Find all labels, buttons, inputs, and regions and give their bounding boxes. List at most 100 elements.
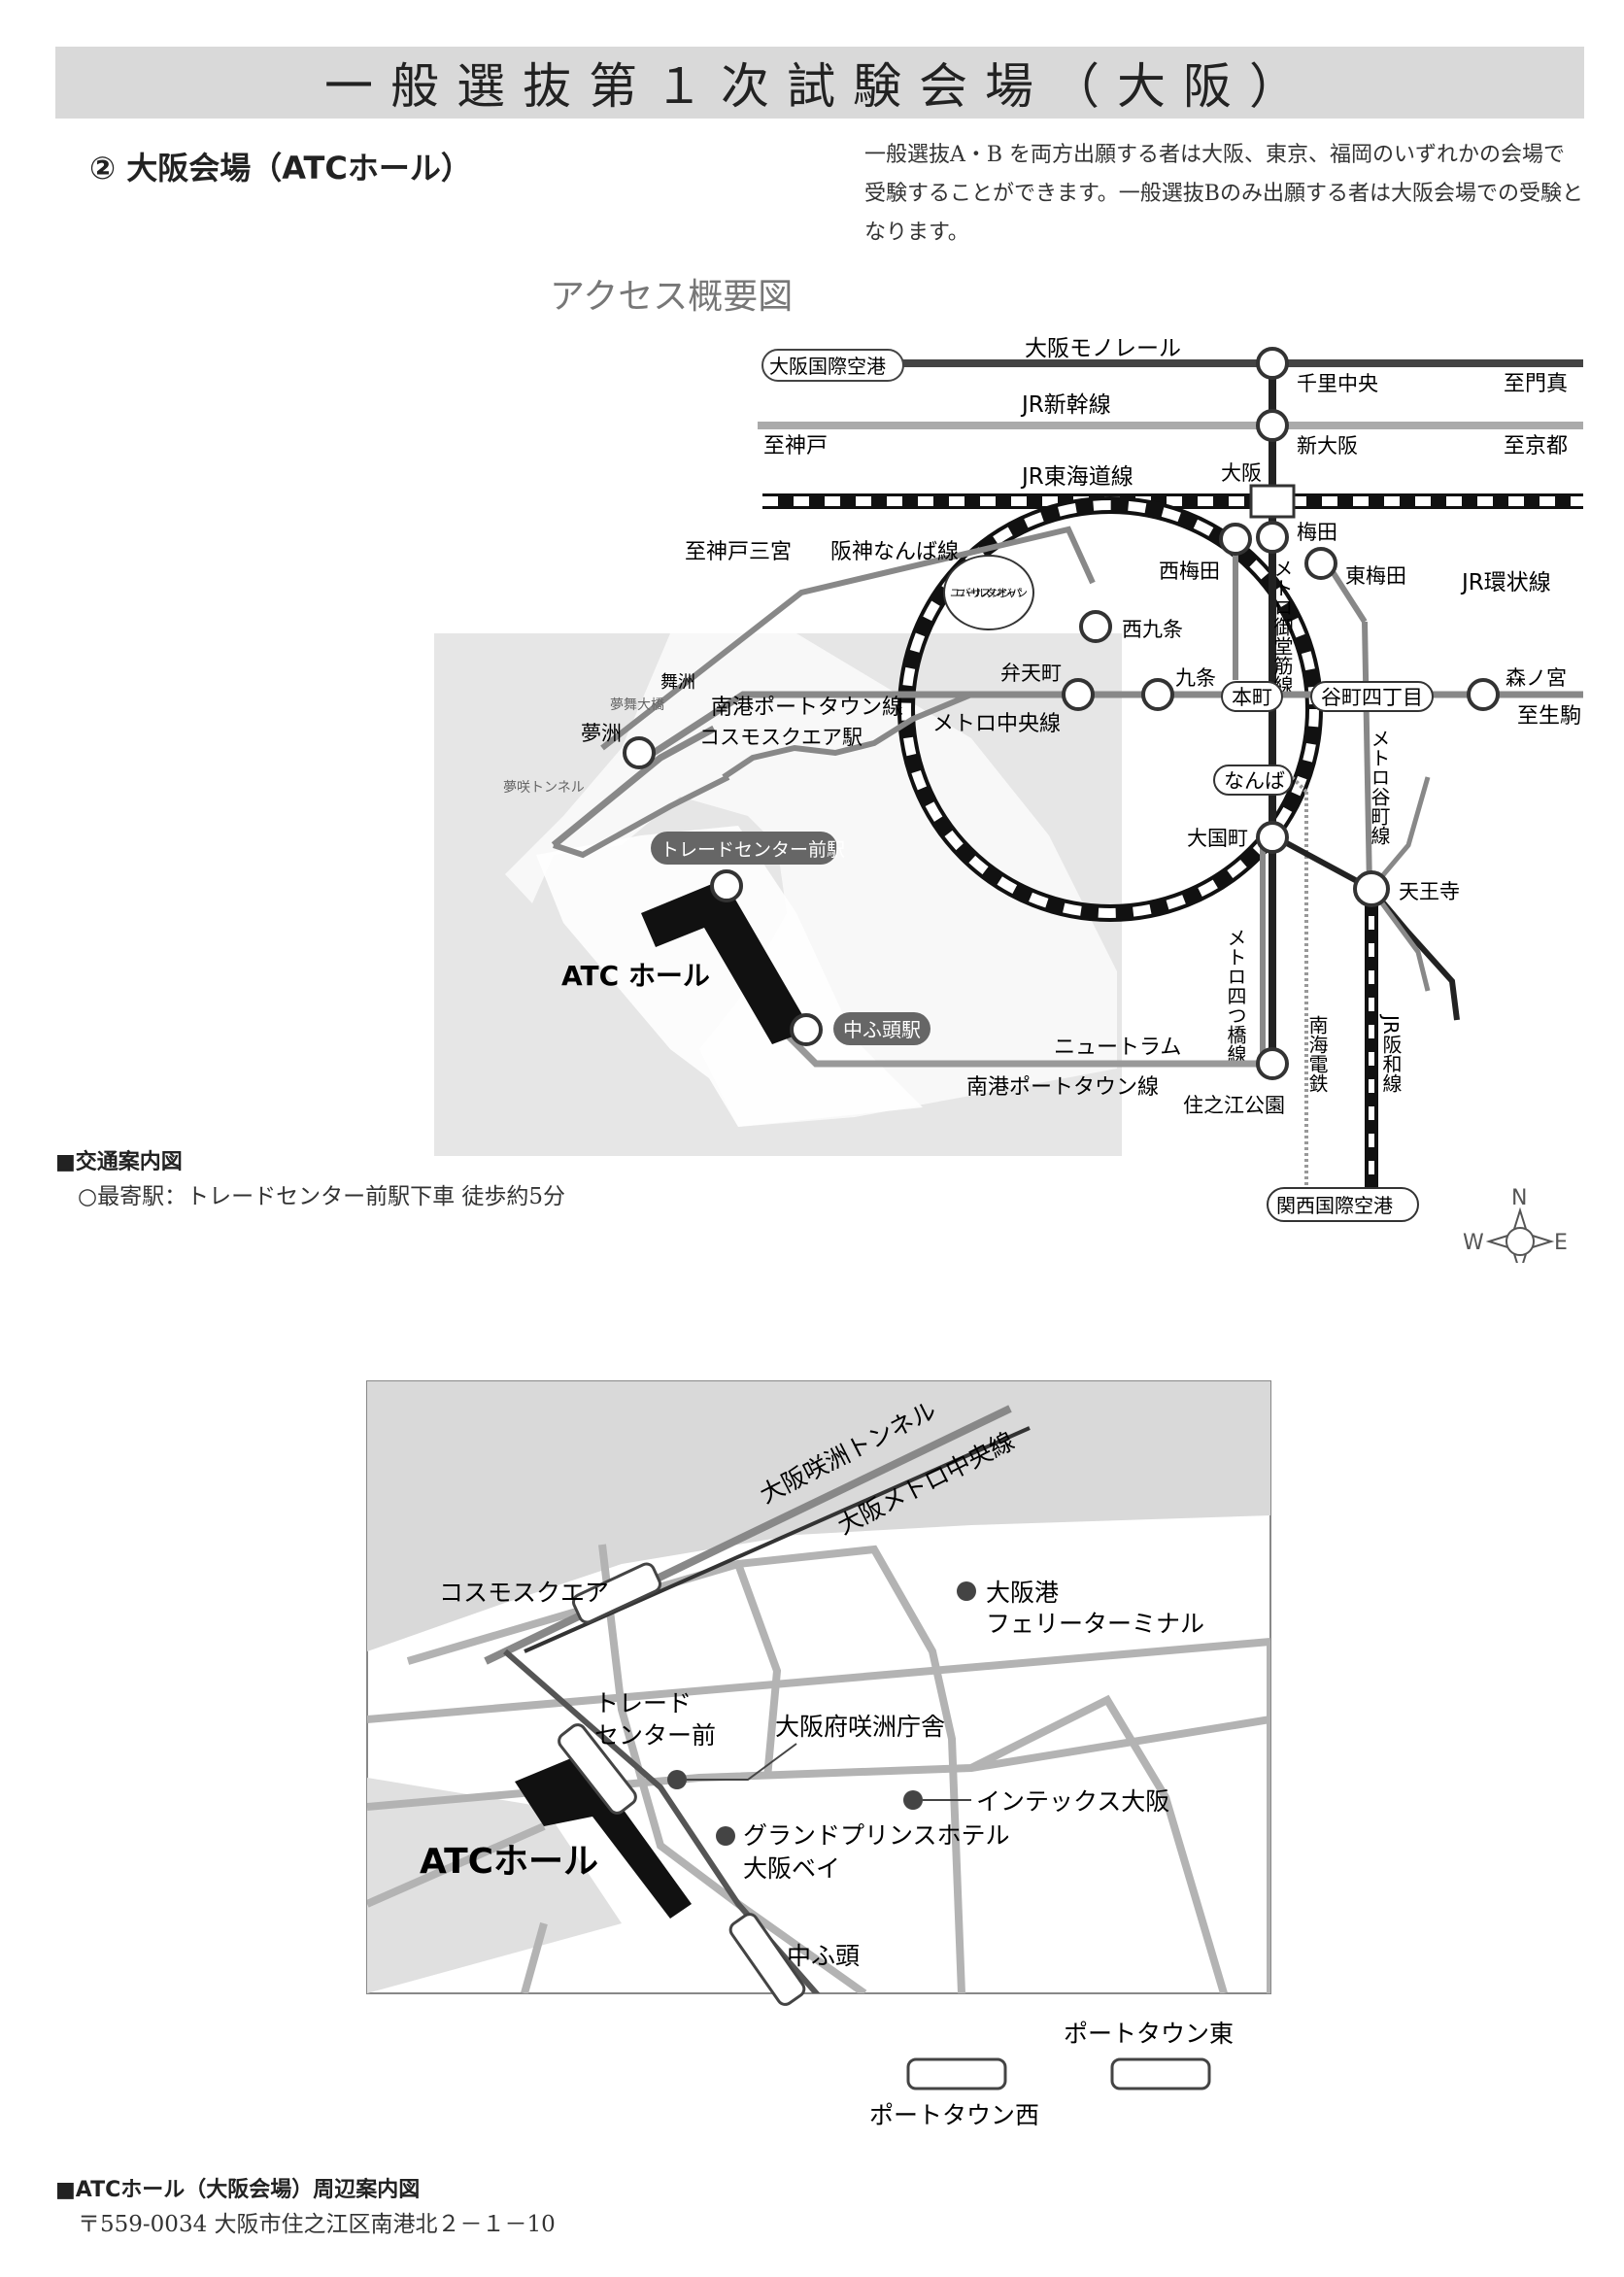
yumeshima-line [551, 725, 716, 848]
ferry-marker-icon [957, 1581, 976, 1601]
venue-title: ② 大阪会場（ATCホール） [89, 150, 472, 187]
shin-osaka-label: 新大阪 [1297, 434, 1358, 458]
porttown-east-label: ポートタウン東 [1064, 2020, 1234, 2048]
monorail-label: 大阪モノレール [1025, 336, 1181, 361]
tanimachi-label: メトロ谷町線 [1368, 729, 1391, 845]
hanwa-label: JR阪和線 [1379, 1013, 1403, 1093]
atc-hall-shape [641, 879, 811, 1044]
itami-station-box [761, 349, 904, 382]
tanimachi4-label: 谷町四丁目 [1321, 686, 1423, 709]
usj-label: ユニバーサルスタジオジャパン [950, 587, 1028, 599]
metro-chuo-route [524, 1426, 1031, 1653]
tokaido-label: JR東海道線 [1020, 464, 1133, 490]
nishikujo-label: 西九条 [1122, 618, 1183, 641]
access-map: 大阪モノレール 大阪国際空港 JR新幹線 至神戸 至門真 至京都 JR東海道線 … [434, 336, 1583, 1263]
yumeshima-station [623, 736, 656, 769]
shin-osaka-station [1256, 409, 1289, 442]
osaka-label: 大阪 [1221, 461, 1262, 485]
honmachi-label: 本町 [1232, 686, 1272, 709]
footer-address: 〒559-0034 大阪市住之江区南港北２－１－10 [78, 2212, 556, 2237]
to-ikoma-label: 至生駒 [1517, 704, 1581, 729]
tanimachi4-box [1310, 681, 1434, 712]
morinomiya-station [1467, 678, 1500, 711]
morinomiya-label: 森ノ宮 [1506, 666, 1567, 690]
intex-marker-icon [903, 1790, 923, 1810]
compass-n: N [1511, 1186, 1527, 1210]
compass-icon [1485, 1206, 1555, 1263]
yumemai-bridge-label: 夢舞大橋 [610, 697, 664, 713]
hotel-label-1: グランドプリンスホテル [743, 1821, 1010, 1850]
umeda-label: 梅田 [1297, 521, 1337, 544]
chuo-label: メトロ中央線 [932, 712, 1061, 736]
access-map-title: アクセス概要図 [550, 277, 794, 317]
bentencho-station [1062, 678, 1095, 711]
chuo-line [644, 691, 1583, 761]
newtram-route [503, 1648, 821, 1993]
office-marker-icon [667, 1770, 687, 1789]
footer-heading: ■ATCホール（大阪会場）周辺案内図 [55, 2178, 421, 2202]
senri-label: 千里中央 [1297, 372, 1378, 395]
hanshin-line [600, 526, 1096, 751]
tennoji-station [1353, 870, 1390, 907]
kujo-label: 九条 [1175, 666, 1216, 690]
compass-w: W [1463, 1231, 1484, 1255]
trade-label-2: センター前 [594, 1721, 716, 1750]
cosmo-label-map: コスモスクエア [439, 1579, 609, 1607]
senri-station [1256, 347, 1289, 380]
namba-box [1213, 765, 1293, 796]
atc-hall-label: ATC ホール [561, 960, 710, 992]
hotel-marker-icon [716, 1826, 735, 1846]
nakafuto-label-map: 中ふ頭 [787, 1942, 860, 1970]
island-area [536, 826, 923, 1127]
tennoji-label: 天王寺 [1399, 880, 1460, 903]
itami-label: 大阪国際空港 [769, 355, 886, 378]
sea-area [367, 1381, 1270, 1651]
suminoe-station [1256, 1047, 1289, 1080]
daikokucho-label: 大国町 [1187, 827, 1248, 850]
trade-center-box [651, 832, 837, 865]
title-banner: 一般選抜第１次試験会場（大阪） [55, 47, 1584, 119]
nishi-umeda-label: 西梅田 [1159, 560, 1220, 583]
area-map-frame [366, 1380, 1271, 1994]
office-label: 大阪府咲洲庁舎 [775, 1713, 945, 1741]
kanku-box [1267, 1187, 1419, 1222]
namba-label: なんば [1224, 769, 1285, 793]
bentencho-label: 弁天町 [1000, 662, 1062, 685]
usj-badge [943, 555, 1034, 630]
nakafuto-station-box [728, 1913, 806, 2006]
umeda-station [1256, 521, 1289, 554]
trade-center-station [710, 869, 743, 902]
cosmo-station-box [572, 1562, 661, 1624]
trade-label-1: トレード [594, 1689, 692, 1717]
road [367, 1716, 1270, 1811]
honmachi-box [1221, 681, 1283, 712]
yumeshima-label: 夢洲 [581, 722, 622, 745]
porttown-west-label: ポートタウン西 [869, 2101, 1039, 2129]
higashi-umeda-station [1304, 547, 1337, 580]
hanshin-label: 阪神なんば線 [830, 540, 959, 564]
trade-station-box [558, 1723, 637, 1815]
to-kyoto-label: 至京都 [1504, 434, 1568, 459]
ferry-label-1: 大阪港 [986, 1579, 1059, 1607]
atc-hall-building [515, 1753, 692, 1919]
midosuji-label: メトロ御堂筋線 [1270, 559, 1294, 695]
notice-text: 一般選抜A・B を両方出願する者は大阪、東京、福岡のいずれかの会場で受験すること… [864, 143, 1583, 245]
nakafuto-station [790, 1013, 823, 1046]
ferry-label-2: フェリーターミナル [986, 1610, 1204, 1638]
nearest-station-text: ○最寄駅：トレードセンター前駅下車 徒歩約5分 [78, 1184, 566, 1209]
to-kadoma-label: 至門真 [1504, 372, 1568, 396]
nishikujo-station [1079, 610, 1112, 643]
porttown-west-box [906, 2057, 1007, 2090]
nakafuto-box [833, 1012, 930, 1045]
newtram-label: ニュートラム [1054, 1036, 1181, 1060]
to-sannomiya-label: 至神戸三宮 [685, 540, 792, 564]
shinkansen-label: JR新幹線 [1020, 392, 1111, 418]
porttown-east-box [1110, 2057, 1211, 2090]
osaka-station-box [1249, 484, 1296, 519]
traffic-info-heading: ■交通案内図 [55, 1150, 183, 1174]
maishima-label: 舞洲 [660, 672, 695, 693]
cosmo-label: コスモスクエア駅 [699, 726, 863, 749]
higashi-umeda-label: 東梅田 [1345, 564, 1406, 588]
yotsubashi-label: メトロ四つ橋線 [1224, 928, 1247, 1064]
nishi-umeda-station [1219, 523, 1252, 556]
